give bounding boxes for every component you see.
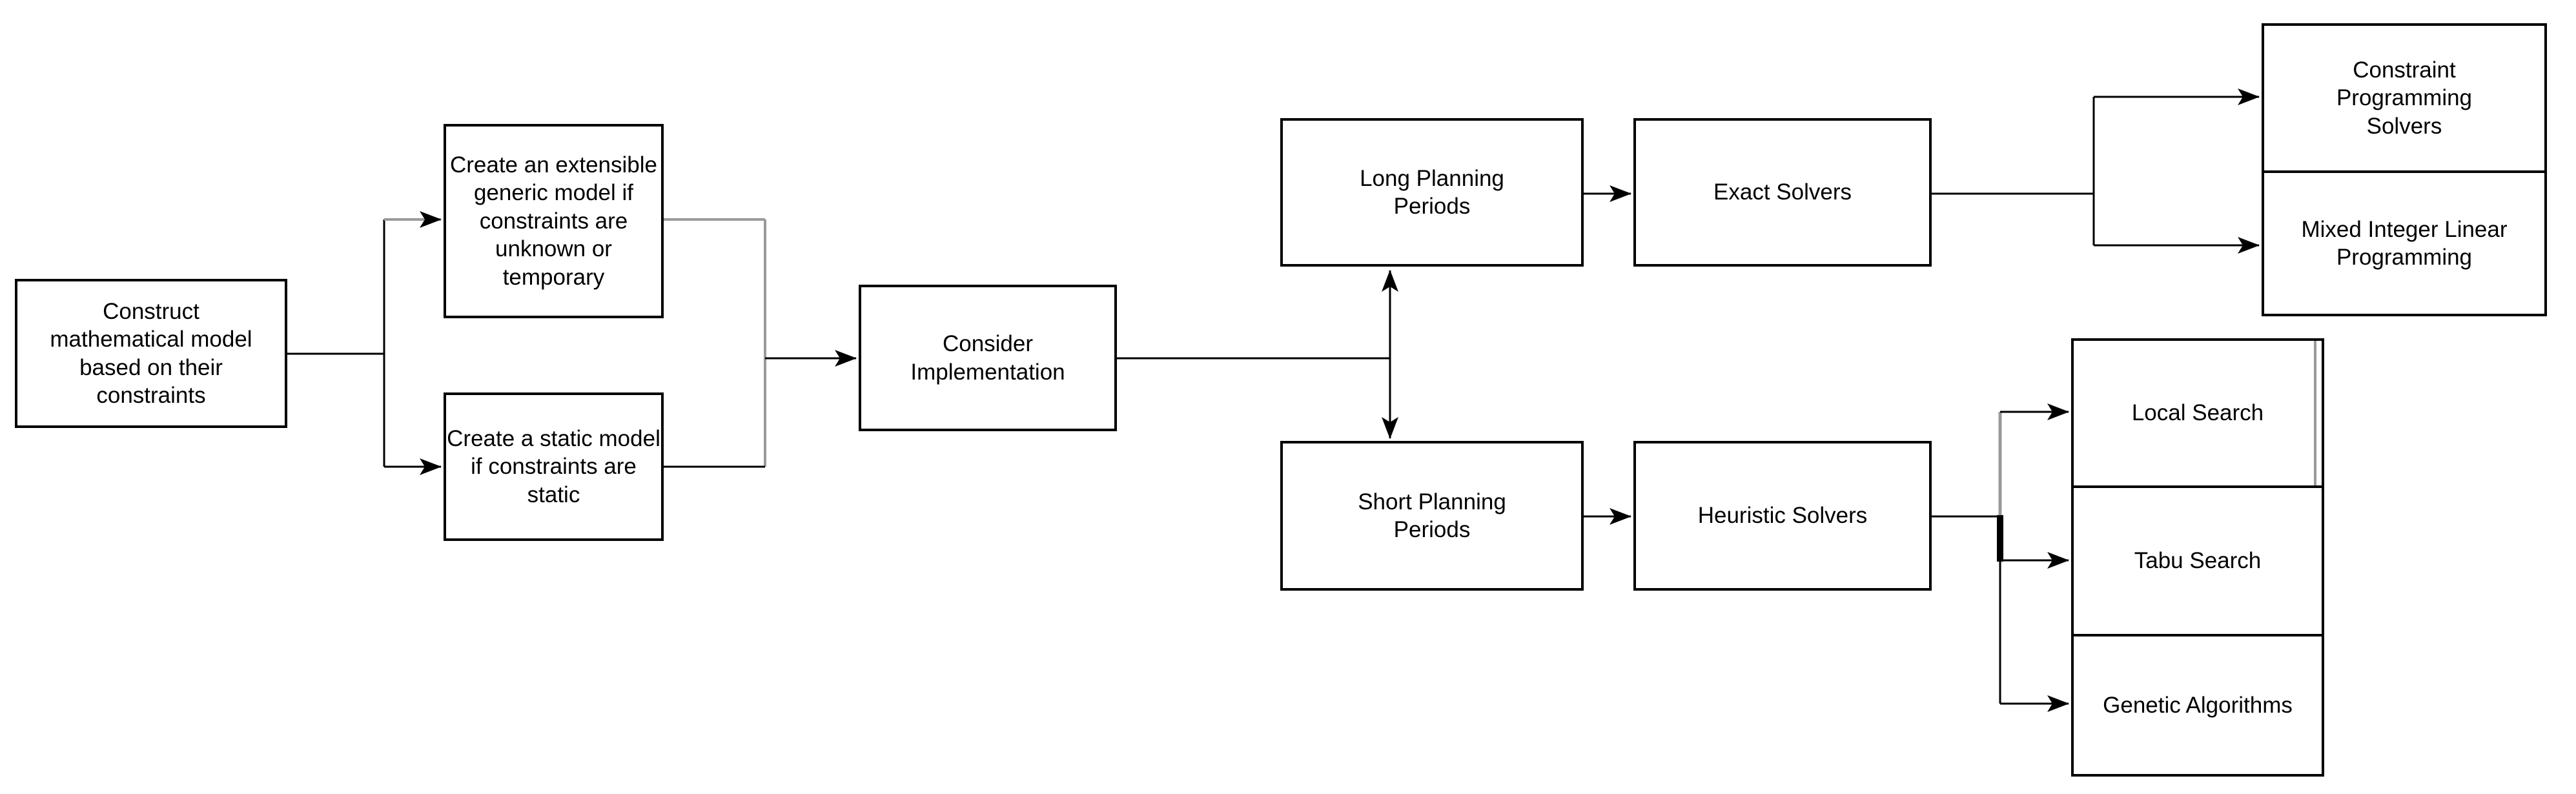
node-tabu-search: Tabu Search bbox=[2071, 485, 2324, 636]
node-construct-mathematical-model: Construct mathematical model based on th… bbox=[15, 279, 287, 428]
node-create-extensible-generic-model: Create an extensible generic model if co… bbox=[444, 124, 664, 318]
node-short-planning-periods: Short Planning Periods bbox=[1280, 441, 1584, 591]
node-mixed-integer-linear-programming: Mixed Integer Linear Programming bbox=[2262, 170, 2547, 316]
node-create-static-model: Create a static model if constraints are… bbox=[444, 392, 664, 541]
node-long-planning-periods: Long Planning Periods bbox=[1280, 118, 1584, 267]
local-search-gray-edge-line bbox=[2314, 341, 2316, 485]
node-genetic-algorithms: Genetic Algorithms bbox=[2071, 634, 2324, 777]
node-constraint-programming-solvers: Constraint Programming Solvers bbox=[2262, 23, 2547, 173]
node-heuristic-solvers: Heuristic Solvers bbox=[1633, 441, 1932, 591]
node-exact-solvers: Exact Solvers bbox=[1633, 118, 1932, 267]
node-local-search: Local Search bbox=[2071, 338, 2324, 488]
node-consider-implementation: Consider Implementation bbox=[859, 285, 1117, 431]
